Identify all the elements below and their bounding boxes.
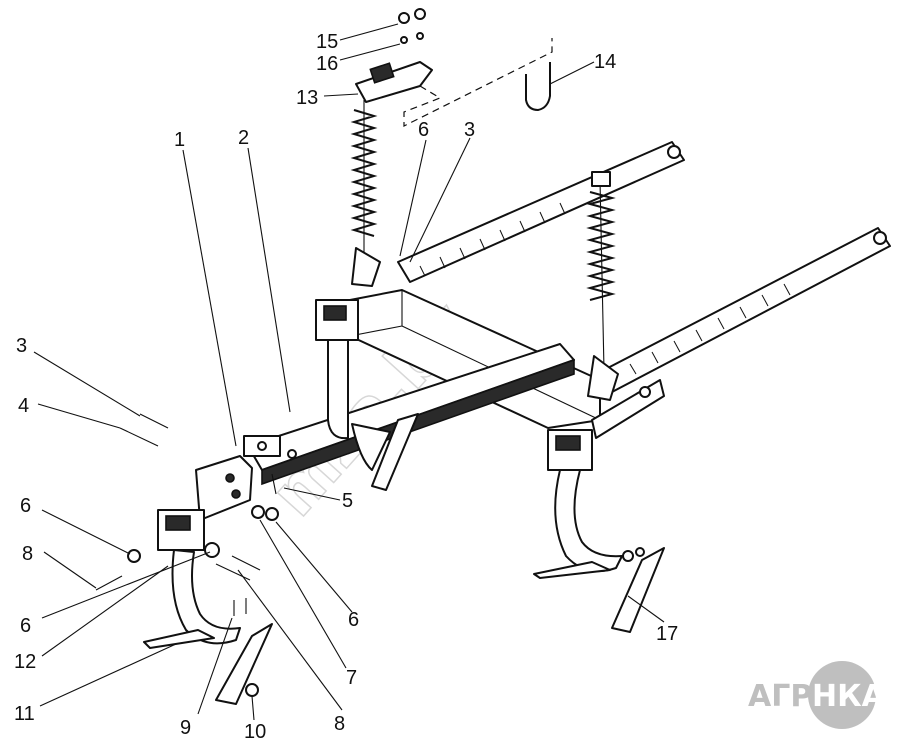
rear-shank xyxy=(533,469,665,633)
callout-11: 11 xyxy=(14,703,35,725)
tool-bar xyxy=(243,343,575,486)
callout-6-left-lower: 6 xyxy=(20,615,31,637)
callout-2: 2 xyxy=(238,127,249,149)
long-arm-lower xyxy=(599,227,891,393)
u-bolt xyxy=(525,62,551,111)
top-plate xyxy=(355,8,433,103)
callout-15: 15 xyxy=(316,31,338,53)
front-bracket xyxy=(157,455,253,551)
callout-13: 13 xyxy=(296,87,318,109)
center-tine xyxy=(351,413,419,491)
callout-labels: 1 2 6 3 3 4 5 6 8 6 12 11 9 10 8 7 6 15 … xyxy=(14,31,678,743)
agronka-logo: АГРО НКА xyxy=(748,661,886,729)
rear-right-clamp xyxy=(547,379,665,471)
long-arm-upper xyxy=(397,141,685,283)
front-share xyxy=(143,623,273,705)
rear-left-clamp xyxy=(315,299,359,440)
callout-17: 17 xyxy=(656,623,678,645)
leader-lines xyxy=(33,23,665,721)
dashed-mount-lines xyxy=(403,38,553,127)
spring-right xyxy=(586,171,619,401)
callout-16: 16 xyxy=(316,53,338,75)
callout-6-right: 6 xyxy=(348,609,359,631)
callout-1: 1 xyxy=(174,129,185,151)
spring-left xyxy=(350,100,381,287)
logo-text-right: НКА xyxy=(812,679,886,714)
front-shank xyxy=(171,549,241,645)
callout-6-left-upper: 6 xyxy=(20,495,31,517)
logo-circle xyxy=(808,661,876,729)
callout-4: 4 xyxy=(18,395,29,417)
callout-12: 12 xyxy=(14,651,36,673)
callout-9: 9 xyxy=(180,717,191,739)
loose-fasteners xyxy=(95,413,279,697)
callout-5: 5 xyxy=(342,490,353,512)
callout-8-bottom: 8 xyxy=(334,713,345,735)
callout-10: 10 xyxy=(244,721,266,743)
logo-text-left: АГРО xyxy=(748,679,838,714)
callout-3-left: 3 xyxy=(16,335,27,357)
callout-8-left: 8 xyxy=(22,543,33,565)
callout-7: 7 xyxy=(346,667,357,689)
callout-14: 14 xyxy=(594,51,616,73)
callout-6-top: 6 xyxy=(418,119,429,141)
callout-3-top: 3 xyxy=(464,119,475,141)
